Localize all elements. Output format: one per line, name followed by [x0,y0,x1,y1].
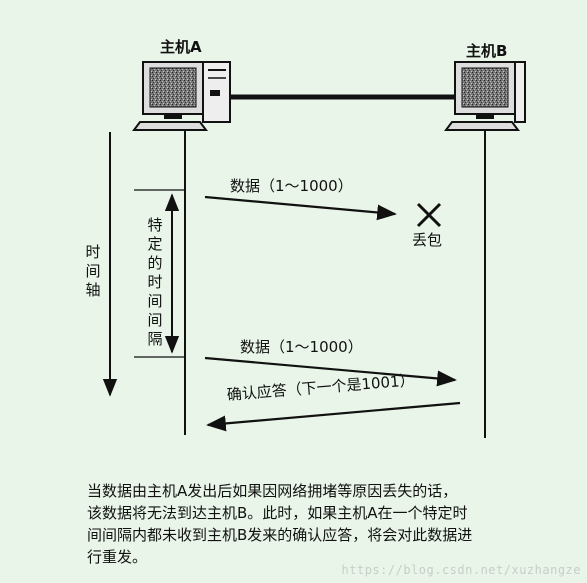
time-axis-label: 时间轴 [85,243,101,299]
caption-line: 当数据由主机A发出后如果因网络拥堵等原因丢失的话， [87,482,458,500]
interval-label: 特定的时间间隔 [147,216,163,348]
first-send-arrow [204,195,397,221]
first-send-label: 数据（1～1000） [230,177,353,195]
packet-loss-label: 丢包 [412,231,443,249]
resend-label: 数据（1～1000） [240,338,363,356]
computer-b-icon [444,61,526,131]
host-b-label: 主机B [466,42,508,60]
watermark: https://blog.csdn.net/xuzhangze [341,563,581,577]
ack-arrow [206,401,461,432]
computer-a-icon [132,61,231,131]
caption-line: 该数据将无法到达主机B。此时，如果主机A在一个特定时 [87,504,468,522]
resend-arrow [204,356,457,387]
caption-line: 行重发。 [87,548,148,566]
caption-line: 间间隔内都未收到主机B发来的确认应答，将会对此数据进 [87,526,473,544]
loss-x-icon [416,202,442,228]
caption: 当数据由主机A发出后如果因网络拥堵等原因丢失的话， 该数据将无法到达主机B。此时… [87,480,587,568]
host-a-label: 主机A [160,38,202,56]
